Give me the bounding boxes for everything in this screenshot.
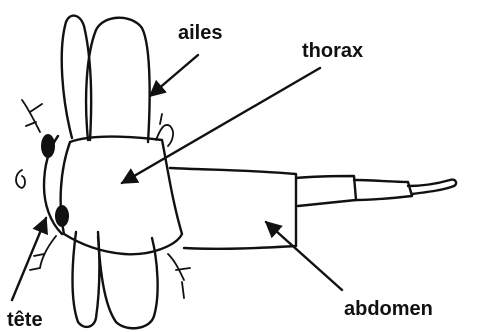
lower-right-wing [98, 236, 158, 328]
antenna-lower [30, 236, 56, 270]
arrow-wings [150, 55, 198, 96]
lower-eye [55, 205, 69, 227]
insect-drawing [16, 16, 456, 329]
label-head: tête [7, 309, 43, 331]
label-thorax: thorax [302, 40, 363, 62]
upper-eye [41, 134, 55, 158]
antenna-upper [22, 100, 42, 132]
label-abdomen: abdomen [344, 298, 433, 320]
leg-upper [156, 114, 173, 146]
label-wings: ailes [178, 22, 222, 44]
abdomen-tip [354, 180, 456, 200]
arrow-head [12, 218, 46, 300]
abdomen-segment-1 [170, 168, 296, 249]
arrow-thorax [122, 68, 320, 183]
mouthpart [16, 170, 25, 188]
upper-right-wing [86, 18, 150, 142]
thorax-body [61, 137, 182, 255]
leg-lower [168, 254, 190, 298]
abdomen-segment-2 [296, 176, 356, 206]
arrow-abdomen [266, 222, 342, 290]
